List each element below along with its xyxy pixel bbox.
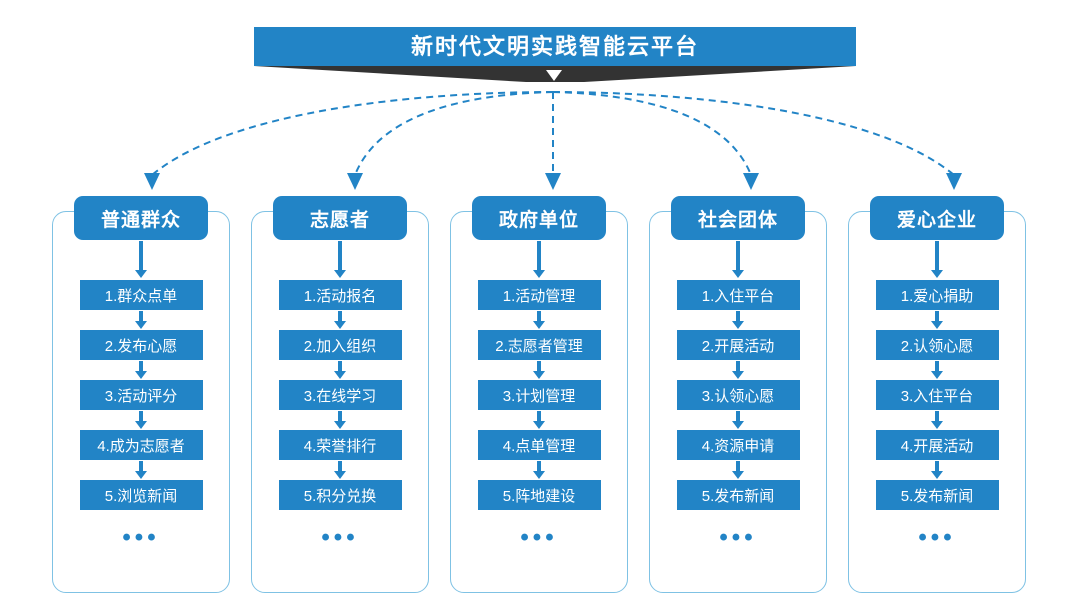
down-arrow-icon <box>532 460 546 480</box>
title-banner-bar: 新时代文明实践智能云平台 <box>254 27 856 66</box>
down-arrow-icon <box>930 360 944 380</box>
down-arrow-icon <box>930 410 944 430</box>
list-item[interactable]: 3.认领心愿 <box>676 380 800 410</box>
list-item[interactable]: 4.点单管理 <box>477 430 601 460</box>
role-column-2: 志愿者 1.活动报名 2.加入组织 3.在线学习 4.荣誉排行 5.积分兑换 •… <box>251 196 431 596</box>
down-arrow-icon <box>930 460 944 480</box>
list-item[interactable]: 4.资源申请 <box>676 430 800 460</box>
connector-to-column-5 <box>552 91 955 176</box>
role-columns-container: 普通群众 1.群众点单 2.发布心愿 3.活动评分 4.成为志愿者 5.浏览新闻… <box>0 196 1080 596</box>
list-item[interactable]: 2.开展活动 <box>676 330 800 360</box>
connector-arrowhead-5 <box>946 173 962 190</box>
column-body-2: 1.活动报名 2.加入组织 3.在线学习 4.荣誉排行 5.积分兑换 ••• <box>251 240 429 550</box>
list-item[interactable]: 4.开展活动 <box>875 430 999 460</box>
list-item[interactable]: 3.计划管理 <box>477 380 601 410</box>
column-body-4: 1.入住平台 2.开展活动 3.认领心愿 4.资源申请 5.发布新闻 ••• <box>649 240 827 550</box>
column-header-1[interactable]: 普通群众 <box>74 196 208 240</box>
down-arrow-icon <box>532 360 546 380</box>
down-arrow-icon <box>731 310 745 330</box>
down-arrow-icon <box>532 310 546 330</box>
down-arrow-icon <box>333 360 347 380</box>
list-item[interactable]: 1.入住平台 <box>676 280 800 310</box>
down-arrow-icon <box>134 460 148 480</box>
down-arrow-icon <box>731 410 745 430</box>
list-item[interactable]: 2.认领心愿 <box>875 330 999 360</box>
down-arrow-icon <box>333 410 347 430</box>
column-body-1: 1.群众点单 2.发布心愿 3.活动评分 4.成为志愿者 5.浏览新闻 ••• <box>52 240 230 550</box>
down-arrow-icon <box>532 410 546 430</box>
list-item[interactable]: 1.活动报名 <box>278 280 402 310</box>
down-arrow-icon <box>134 310 148 330</box>
page-title: 新时代文明实践智能云平台 <box>410 33 699 59</box>
list-item[interactable]: 5.阵地建设 <box>477 480 601 510</box>
list-item[interactable]: 1.群众点单 <box>79 280 203 310</box>
more-items-indicator: ••• <box>719 524 757 551</box>
down-arrow-icon <box>930 310 944 330</box>
list-item[interactable]: 5.积分兑换 <box>278 480 402 510</box>
column-header-5[interactable]: 爱心企业 <box>870 196 1004 240</box>
list-item[interactable]: 4.成为志愿者 <box>79 430 203 460</box>
platform-title-banner: 新时代文明实践智能云平台 <box>254 27 856 66</box>
down-arrow-icon <box>930 240 944 280</box>
list-item[interactable]: 1.爱心捐助 <box>875 280 999 310</box>
down-arrow-icon <box>731 460 745 480</box>
more-items-indicator: ••• <box>321 524 359 551</box>
down-arrow-icon <box>134 410 148 430</box>
list-item[interactable]: 3.活动评分 <box>79 380 203 410</box>
column-header-4[interactable]: 社会团体 <box>671 196 805 240</box>
column-body-3: 1.活动管理 2.志愿者管理 3.计划管理 4.点单管理 5.阵地建设 ••• <box>450 240 628 550</box>
list-item[interactable]: 2.志愿者管理 <box>477 330 601 360</box>
list-item[interactable]: 4.荣誉排行 <box>278 430 402 460</box>
down-arrow-icon <box>134 240 148 280</box>
role-column-3: 政府单位 1.活动管理 2.志愿者管理 3.计划管理 4.点单管理 5.阵地建设… <box>450 196 630 596</box>
connector-arrowhead-1 <box>144 173 160 190</box>
list-item[interactable]: 3.在线学习 <box>278 380 402 410</box>
column-header-2[interactable]: 志愿者 <box>273 196 407 240</box>
connector-to-column-1 <box>151 91 554 176</box>
down-arrow-icon <box>134 360 148 380</box>
chevron-down-icon <box>546 70 562 81</box>
list-item[interactable]: 5.发布新闻 <box>676 480 800 510</box>
connector-to-column-4 <box>552 91 752 176</box>
list-item[interactable]: 5.发布新闻 <box>875 480 999 510</box>
role-column-4: 社会团体 1.入住平台 2.开展活动 3.认领心愿 4.资源申请 5.发布新闻 … <box>649 196 829 596</box>
role-column-5: 爱心企业 1.爱心捐助 2.认领心愿 3.入住平台 4.开展活动 5.发布新闻 … <box>848 196 1028 596</box>
more-items-indicator: ••• <box>918 524 956 551</box>
connector-arrowhead-4 <box>743 173 759 190</box>
down-arrow-icon <box>532 240 546 280</box>
down-arrow-icon <box>731 360 745 380</box>
column-body-5: 1.爱心捐助 2.认领心愿 3.入住平台 4.开展活动 5.发布新闻 ••• <box>848 240 1026 550</box>
connector-arrowhead-3 <box>545 173 561 190</box>
connector-to-column-2 <box>354 91 554 176</box>
down-arrow-icon <box>731 240 745 280</box>
connector-arrowhead-2 <box>347 173 363 190</box>
down-arrow-icon <box>333 240 347 280</box>
down-arrow-icon <box>333 460 347 480</box>
list-item[interactable]: 2.发布心愿 <box>79 330 203 360</box>
list-item[interactable]: 2.加入组织 <box>278 330 402 360</box>
down-arrow-icon <box>333 310 347 330</box>
list-item[interactable]: 5.浏览新闻 <box>79 480 203 510</box>
role-column-1: 普通群众 1.群众点单 2.发布心愿 3.活动评分 4.成为志愿者 5.浏览新闻… <box>52 196 232 596</box>
column-header-3[interactable]: 政府单位 <box>472 196 606 240</box>
more-items-indicator: ••• <box>122 524 160 551</box>
list-item[interactable]: 1.活动管理 <box>477 280 601 310</box>
list-item[interactable]: 3.入住平台 <box>875 380 999 410</box>
more-items-indicator: ••• <box>520 524 558 551</box>
